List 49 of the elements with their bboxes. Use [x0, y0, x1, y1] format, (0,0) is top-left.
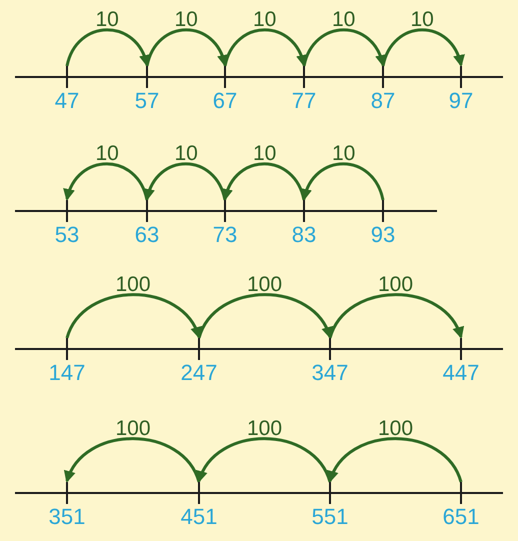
number-label: 73 [212, 223, 238, 247]
number-label: 651 [442, 505, 480, 529]
jump-arrow [224, 28, 307, 67]
edge-label: 10 [252, 143, 278, 165]
number-label: 551 [310, 505, 350, 529]
edge-label: 100 [114, 274, 152, 296]
number-label: 451 [180, 505, 218, 529]
jump-arrow [301, 162, 384, 201]
number-label: 351 [48, 505, 86, 529]
number-label: 347 [310, 361, 350, 385]
edge-label: 100 [377, 274, 414, 296]
edge-label: 100 [246, 274, 284, 296]
edge-label: 10 [174, 9, 199, 31]
number-label: 447 [442, 361, 480, 385]
jump-arrow [302, 28, 386, 67]
edge-label: 10 [410, 9, 435, 31]
number-label: 67 [212, 89, 238, 113]
number-label: 77 [290, 89, 318, 113]
edge-label: 10 [331, 143, 356, 165]
number-label: 57 [134, 89, 160, 113]
jump-arrow [197, 437, 332, 483]
edge-label: 10 [174, 143, 199, 165]
edge-label: 100 [377, 418, 414, 440]
jump-arrow [382, 28, 464, 67]
edge-label: 10 [94, 143, 120, 165]
jump-arrow [66, 293, 201, 339]
edge-label: 10 [94, 9, 120, 31]
jump-arrow [198, 293, 332, 339]
jump-arrow [66, 28, 150, 67]
edge-label: 100 [114, 418, 152, 440]
edge-label: 100 [246, 418, 284, 440]
number-label: 93 [370, 223, 396, 247]
jump-arrow [328, 437, 462, 483]
number-label: 53 [54, 223, 80, 247]
jump-arrow [328, 293, 463, 339]
jump-arrow [146, 28, 228, 67]
jump-arrow [222, 162, 306, 201]
number-label: 97 [448, 89, 474, 113]
number-label: 147 [48, 361, 86, 385]
number-label: 247 [180, 361, 218, 385]
jump-arrow [64, 162, 148, 201]
number-label: 83 [290, 223, 318, 247]
jump-arrow [144, 162, 226, 201]
jump-arrow [65, 437, 200, 483]
number-label: 63 [134, 223, 160, 247]
number-label: 87 [370, 89, 396, 113]
number-label: 47 [54, 89, 80, 113]
edge-label: 10 [331, 9, 356, 31]
edge-label: 10 [252, 9, 278, 31]
